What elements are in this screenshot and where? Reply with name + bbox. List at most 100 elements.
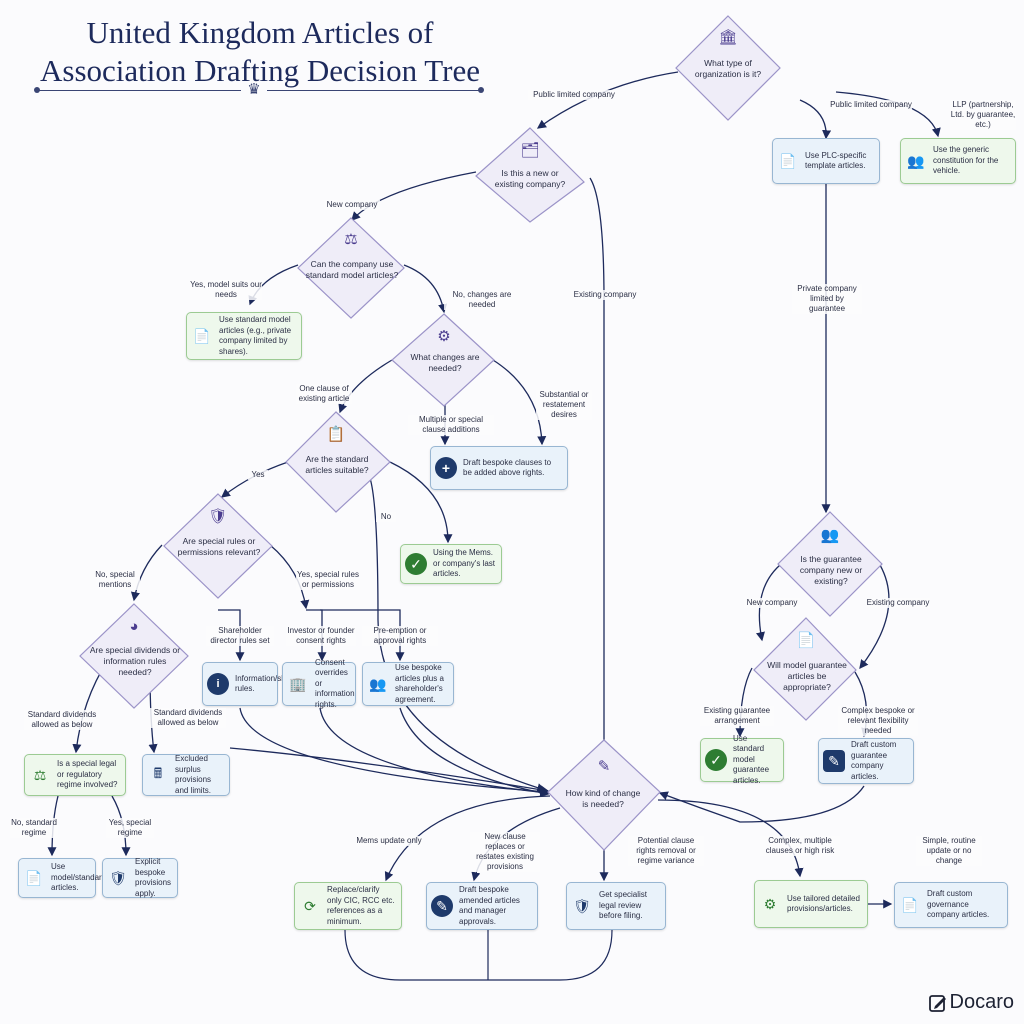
edge-label-l5: Existing company <box>570 290 640 300</box>
brand-name: Docaro <box>949 991 1014 1013</box>
box-b16: ✎ Draft bespoke amended articles and man… <box>426 882 538 930</box>
box-b8: 👥 Use bespoke articles plus a shareholde… <box>362 662 454 706</box>
box-b10-text: Excluded surplus provisions and limits. <box>175 754 212 795</box>
diamond-d10-text: Will model guarantee articles be appropr… <box>767 660 847 692</box>
box-b15-text: Replace/clarify only CIC, RCC etc. refer… <box>327 885 395 926</box>
box-b14-text: Draft custom guarantee company articles. <box>851 740 897 781</box>
title-line-1: United Kingdom Articles of <box>86 15 434 50</box>
edge-d1-b3 <box>835 91 941 138</box>
edge-d9-d10b <box>859 564 890 670</box>
box-b11-text: Use model/standard articles. <box>51 862 107 893</box>
shield-check-icon: 🛡 <box>109 869 127 886</box>
edge-d2-d8 <box>589 177 609 767</box>
edge-label-l14: No, special mentions <box>90 570 140 590</box>
diamond-d7 <box>79 603 189 709</box>
box-b12-text: Explicit bespoke provisions apply. <box>135 857 172 898</box>
document-icon: 📄 <box>193 327 211 344</box>
box-b17: 🛡 Get specialist legal review before fil… <box>566 882 666 930</box>
box-b2-text: Use the generic constitution for the veh… <box>933 145 999 176</box>
box-b19: 📄 Draft custom governance company articl… <box>894 882 1008 928</box>
edge-label-l29: Potential clause rights removal or regim… <box>628 836 704 866</box>
edge-label-l6: Private company limited by guarantee <box>792 284 862 314</box>
edge-b10-d8 <box>229 747 550 795</box>
edge-label-l1: Public limited company <box>528 90 620 100</box>
diamond-d2-text: Is this a new or existing company? <box>494 168 566 189</box>
edge-label-l25: Existing guarantee arrangement <box>700 706 774 726</box>
diamond-d9-text: Is the guarantee company new or existing… <box>799 554 863 586</box>
edge-label-l18: Pre-emption or approval rights <box>362 626 438 646</box>
edge-label-l4: New company <box>324 200 380 210</box>
edge-label-l20: Standard dividends allowed as below <box>150 708 226 728</box>
box-b6-text: Information/shareholder rules. <box>235 673 320 694</box>
box-b9: ⚖ Is a special legal or regulatory regim… <box>24 754 126 796</box>
edge-label-l11: Substantial or restatement desires <box>536 390 592 420</box>
diamond-d8-text: How kind of change is needed? <box>565 788 641 809</box>
box-b17-text: Get specialist legal review before filin… <box>599 890 648 921</box>
box-b8-text: Use bespoke articles plus a shareholder'… <box>395 663 444 704</box>
brand-logo: Docaro <box>928 991 1014 1014</box>
documents-icon: 🗂 <box>520 142 540 159</box>
people-icon: 👥 <box>369 675 387 692</box>
box-b10: 🖩 Excluded surplus provisions and limits… <box>142 754 230 796</box>
edge-label-l12: Yes <box>248 470 268 480</box>
pencil-icon: ✎ <box>431 895 453 917</box>
edge-label-l19: Standard dividends allowed as below <box>24 710 100 730</box>
diamond-d3-text: Can the company use standard model artic… <box>305 259 399 280</box>
edge-d4-d5 <box>338 359 393 414</box>
edge-d8-b15 <box>384 795 551 882</box>
diamond-d4-text: What changes are needed? <box>410 352 480 373</box>
edge-label-l30: Complex, multiple clauses or high risk <box>760 836 840 856</box>
box-b4: + Draft bespoke clauses to be added abov… <box>430 446 568 490</box>
box-b19-text: Draft custom governance company articles… <box>927 889 990 920</box>
box-b6: i Information/shareholder rules. <box>202 662 320 706</box>
edge-label-l28: New clause replaces or restates existing… <box>470 832 540 872</box>
gear-icon: ⚙ <box>437 328 451 345</box>
box-b18: ⚙ Use tailored detailed provisions/artic… <box>754 880 868 928</box>
edge-label-l3: LLP (partnership, Ltd. by guarantee, etc… <box>950 100 1016 130</box>
edge-d6-d7 <box>130 544 163 602</box>
box-b11: 📄 Use model/standard articles. <box>18 858 106 898</box>
calculator-icon: 🖩 <box>153 765 163 781</box>
shield-check-icon: 🛡 <box>573 897 591 914</box>
edge-d9-d10a <box>756 564 781 642</box>
edge-d10-b13 <box>735 667 753 738</box>
box-b12: 🛡 Explicit bespoke provisions apply. <box>102 857 178 898</box>
edge-label-l2: Public limited company <box>830 100 912 110</box>
edge-d3-d4 <box>403 264 448 314</box>
edge-d1-d2 <box>536 71 679 129</box>
edge-b14-d8 <box>658 785 865 823</box>
edge-d5-b5 <box>389 461 453 544</box>
diamond-d2 <box>475 127 585 223</box>
checklist-icon: 📋 <box>326 426 346 443</box>
docaro-logo-icon <box>928 994 946 1012</box>
document-icon: 📄 <box>796 632 816 649</box>
pie-chart-icon: ◕ <box>129 618 139 635</box>
box-b14: ✎ Draft custom guarantee company article… <box>818 738 914 784</box>
edge-b7-d8 <box>319 707 550 797</box>
pencil-icon: ✎ <box>823 750 845 772</box>
page-title: United Kingdom Articles of Association D… <box>20 14 500 90</box>
refresh-icon: ⟳ <box>304 897 316 914</box>
edge-b8-d8 <box>399 707 550 798</box>
bank-icon: 🏛 <box>718 29 738 46</box>
diamond-d8 <box>547 739 661 851</box>
shield-check-icon: 🛡 <box>208 508 228 525</box>
edge-label-l23: New company <box>744 598 800 608</box>
check-icon: ✓ <box>705 749 727 771</box>
edge-label-l7: Yes, model suits our needs <box>190 280 262 300</box>
box-b5-text: Using the Mems. or company's last articl… <box>433 548 495 579</box>
edge-label-l17: Investor or founder consent rights <box>286 626 356 646</box>
edge-label-l10: Multiple or special clause additions <box>408 415 494 435</box>
diamond-d9 <box>777 511 883 617</box>
box-b1: 📄 Use PLC-specific template articles. <box>772 138 880 184</box>
box-b2: 👥 Use the generic constitution for the v… <box>900 138 1016 184</box>
check-icon: ✓ <box>405 553 427 575</box>
diamond-d3 <box>297 217 405 319</box>
diamond-d7-text: Are special dividends or information rul… <box>89 645 181 677</box>
edge-label-l31: Simple, routine update or no change <box>916 836 982 866</box>
box-b3: 📄 Use standard model articles (e.g., pri… <box>186 312 302 360</box>
gear-icon: ⚙ <box>763 895 777 912</box>
merge-bottom-lines <box>344 929 613 981</box>
edge-d1-b1 <box>799 99 832 140</box>
diamond-d5-text: Are the standard articles suitable? <box>305 454 369 475</box>
